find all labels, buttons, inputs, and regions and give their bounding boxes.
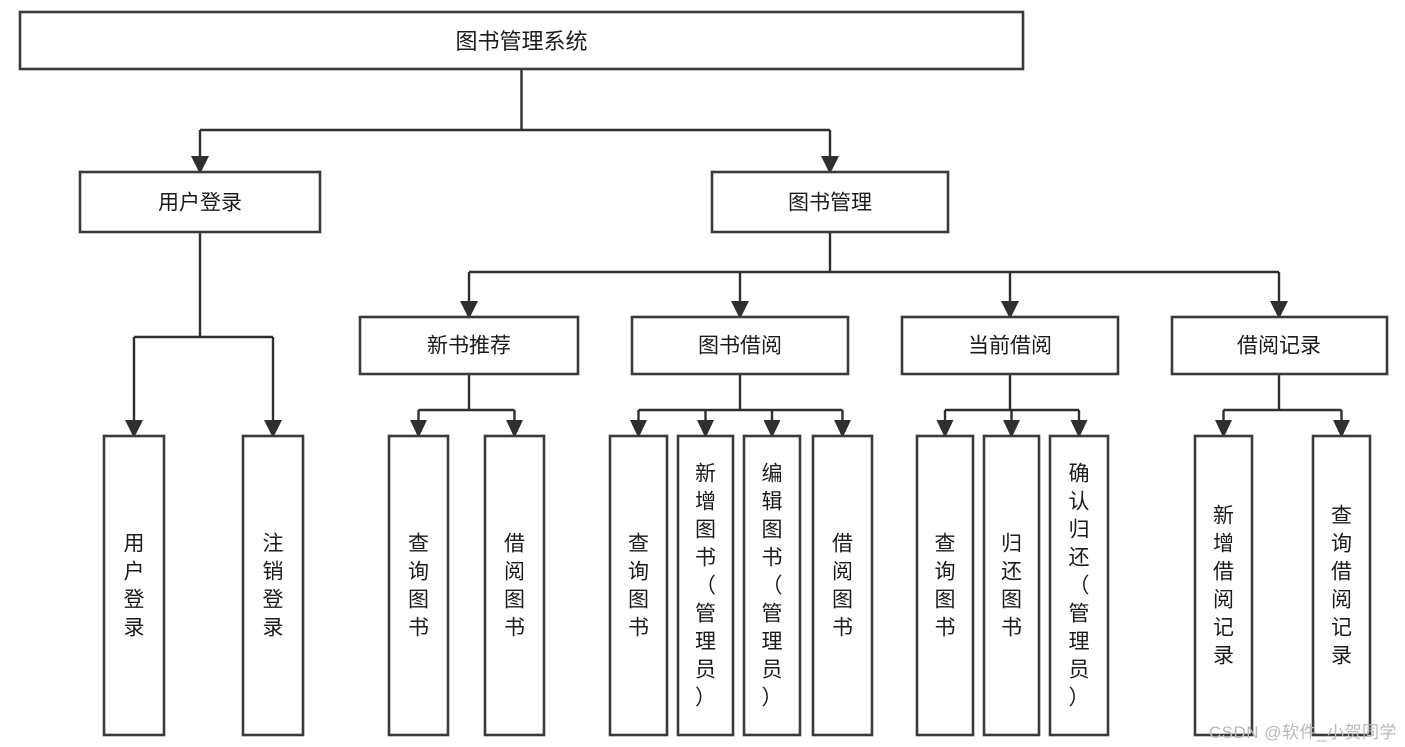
node-new-book-recommend[interactable]: 新书推荐 bbox=[358, 315, 580, 376]
arrow-to-book-management bbox=[821, 156, 839, 174]
node-book-borrow-label: 图书借阅 bbox=[698, 335, 782, 358]
arrow-to-leaf-query-book-3 bbox=[936, 420, 954, 438]
node-leaf-borrow-book-1-label: 借阅图书 bbox=[504, 532, 525, 639]
node-leaf-edit-book-box[interactable] bbox=[742, 434, 802, 737]
node-new-book-recommend-box[interactable] bbox=[358, 315, 580, 376]
arrow-to-leaf-add-book bbox=[697, 420, 714, 438]
node-leaf-return-book[interactable]: 归还图书 bbox=[982, 434, 1041, 737]
node-user-login-box[interactable] bbox=[78, 170, 322, 234]
node-leaf-query-record[interactable]: 查询借阅记录 bbox=[1311, 434, 1372, 737]
node-leaf-user-login-box[interactable] bbox=[102, 434, 166, 737]
node-leaf-query-book-1[interactable]: 查询图书 bbox=[387, 434, 450, 737]
node-leaf-query-book-3-box[interactable] bbox=[915, 434, 975, 737]
node-leaf-query-record-label: 查询借阅记录 bbox=[1331, 504, 1352, 667]
node-root[interactable]: 图书管理系统 bbox=[18, 10, 1025, 71]
arrow-to-leaf-edit-book bbox=[763, 420, 781, 438]
arrow-to-leaf-user-login bbox=[125, 420, 143, 438]
node-leaf-add-book[interactable]: 新增图书（管理员） bbox=[676, 434, 735, 737]
arrow-to-leaf-logout bbox=[264, 420, 282, 438]
node-leaf-user-login-label: 用户登录 bbox=[124, 532, 145, 639]
node-leaf-borrow-book-2-box[interactable] bbox=[811, 434, 874, 737]
node-leaf-add-record-label: 新增借阅记录 bbox=[1213, 504, 1234, 667]
node-current-borrow[interactable]: 当前借阅 bbox=[900, 315, 1120, 376]
node-leaf-confirm-return[interactable]: 确认归还（管理员） bbox=[1048, 434, 1110, 737]
node-leaf-borrow-book-1[interactable]: 借阅图书 bbox=[483, 434, 546, 737]
node-book-borrow-box[interactable] bbox=[630, 315, 850, 376]
node-leaf-borrow-book-2[interactable]: 借阅图书 bbox=[811, 434, 874, 737]
node-current-borrow-box[interactable] bbox=[900, 315, 1120, 376]
node-leaf-query-book-1-label: 查询图书 bbox=[408, 532, 429, 639]
arrow-to-new-book-recommend bbox=[460, 301, 478, 319]
arrow-to-leaf-borrow-book-2 bbox=[834, 420, 851, 438]
arrow-to-leaf-confirm-return bbox=[1070, 420, 1088, 438]
node-book-management-label: 图书管理 bbox=[788, 192, 872, 215]
leaf-nodes: 用户登录 注销登录 查询图书 借阅图书 查询图书 新增图书（管理员） 编辑图书（管理员） 借阅… bbox=[102, 434, 1372, 737]
node-leaf-edit-book-label: 编辑图书（管理员） bbox=[762, 462, 783, 709]
node-user-login[interactable]: 用户登录 bbox=[78, 170, 322, 234]
node-leaf-confirm-return-box[interactable] bbox=[1048, 434, 1110, 737]
arrow-heads bbox=[125, 156, 1350, 438]
node-root-label: 图书管理系统 bbox=[455, 29, 587, 54]
node-leaf-borrow-book-1-box[interactable] bbox=[483, 434, 546, 737]
node-leaf-add-record[interactable]: 新增借阅记录 bbox=[1193, 434, 1254, 737]
node-root-box[interactable] bbox=[18, 10, 1025, 71]
node-borrow-record-label: 借阅记录 bbox=[1237, 335, 1321, 358]
node-leaf-logout-box[interactable] bbox=[241, 434, 305, 737]
node-leaf-return-book-label: 归还图书 bbox=[1001, 532, 1022, 639]
node-leaf-borrow-book-2-label: 借阅图书 bbox=[832, 532, 853, 639]
node-borrow-record-box[interactable] bbox=[1170, 315, 1389, 376]
node-leaf-edit-book[interactable]: 编辑图书（管理员） bbox=[742, 434, 802, 737]
arrow-to-leaf-query-book-2 bbox=[630, 420, 647, 438]
node-borrow-record[interactable]: 借阅记录 bbox=[1170, 315, 1389, 376]
node-leaf-confirm-return-label: 确认归还（管理员） bbox=[1069, 462, 1090, 709]
arrow-to-leaf-return-book bbox=[1003, 420, 1020, 438]
node-leaf-query-book-2-label: 查询图书 bbox=[628, 532, 649, 639]
node-leaf-return-book-box[interactable] bbox=[982, 434, 1041, 737]
node-leaf-user-login[interactable]: 用户登录 bbox=[102, 434, 166, 737]
node-new-book-recommend-label: 新书推荐 bbox=[427, 335, 511, 358]
node-leaf-query-record-box[interactable] bbox=[1311, 434, 1372, 737]
node-book-management[interactable]: 图书管理 bbox=[710, 170, 950, 234]
node-leaf-query-book-2[interactable]: 查询图书 bbox=[608, 434, 669, 737]
arrow-to-current-borrow bbox=[1001, 301, 1019, 319]
arrow-to-leaf-query-book-1 bbox=[410, 420, 427, 438]
node-leaf-query-book-3[interactable]: 查询图书 bbox=[915, 434, 975, 737]
node-leaf-add-book-box[interactable] bbox=[676, 434, 735, 737]
arrow-to-book-borrow bbox=[731, 301, 749, 319]
node-leaf-query-book-3-label: 查询图书 bbox=[935, 532, 956, 639]
node-leaf-add-book-label: 新增图书（管理员） bbox=[695, 462, 716, 709]
arrow-to-leaf-add-record bbox=[1215, 420, 1232, 438]
node-leaf-query-book-1-box[interactable] bbox=[387, 434, 450, 737]
watermark-label: CSDN @软件_小贺同学 bbox=[1208, 723, 1397, 742]
node-book-borrow[interactable]: 图书借阅 bbox=[630, 315, 850, 376]
arrow-to-leaf-query-record bbox=[1333, 420, 1350, 438]
node-book-management-box[interactable] bbox=[710, 170, 950, 234]
arrow-to-leaf-borrow-book-1 bbox=[506, 420, 523, 438]
arrow-to-borrow-record bbox=[1270, 301, 1288, 319]
node-user-login-label: 用户登录 bbox=[158, 192, 242, 215]
node-current-borrow-label: 当前借阅 bbox=[968, 335, 1052, 358]
node-leaf-logout-label: 注销登录 bbox=[263, 532, 284, 639]
node-leaf-add-record-box[interactable] bbox=[1193, 434, 1254, 737]
arrow-to-user-login bbox=[191, 156, 209, 174]
node-leaf-logout[interactable]: 注销登录 bbox=[241, 434, 305, 737]
node-leaf-query-book-2-box[interactable] bbox=[608, 434, 669, 737]
